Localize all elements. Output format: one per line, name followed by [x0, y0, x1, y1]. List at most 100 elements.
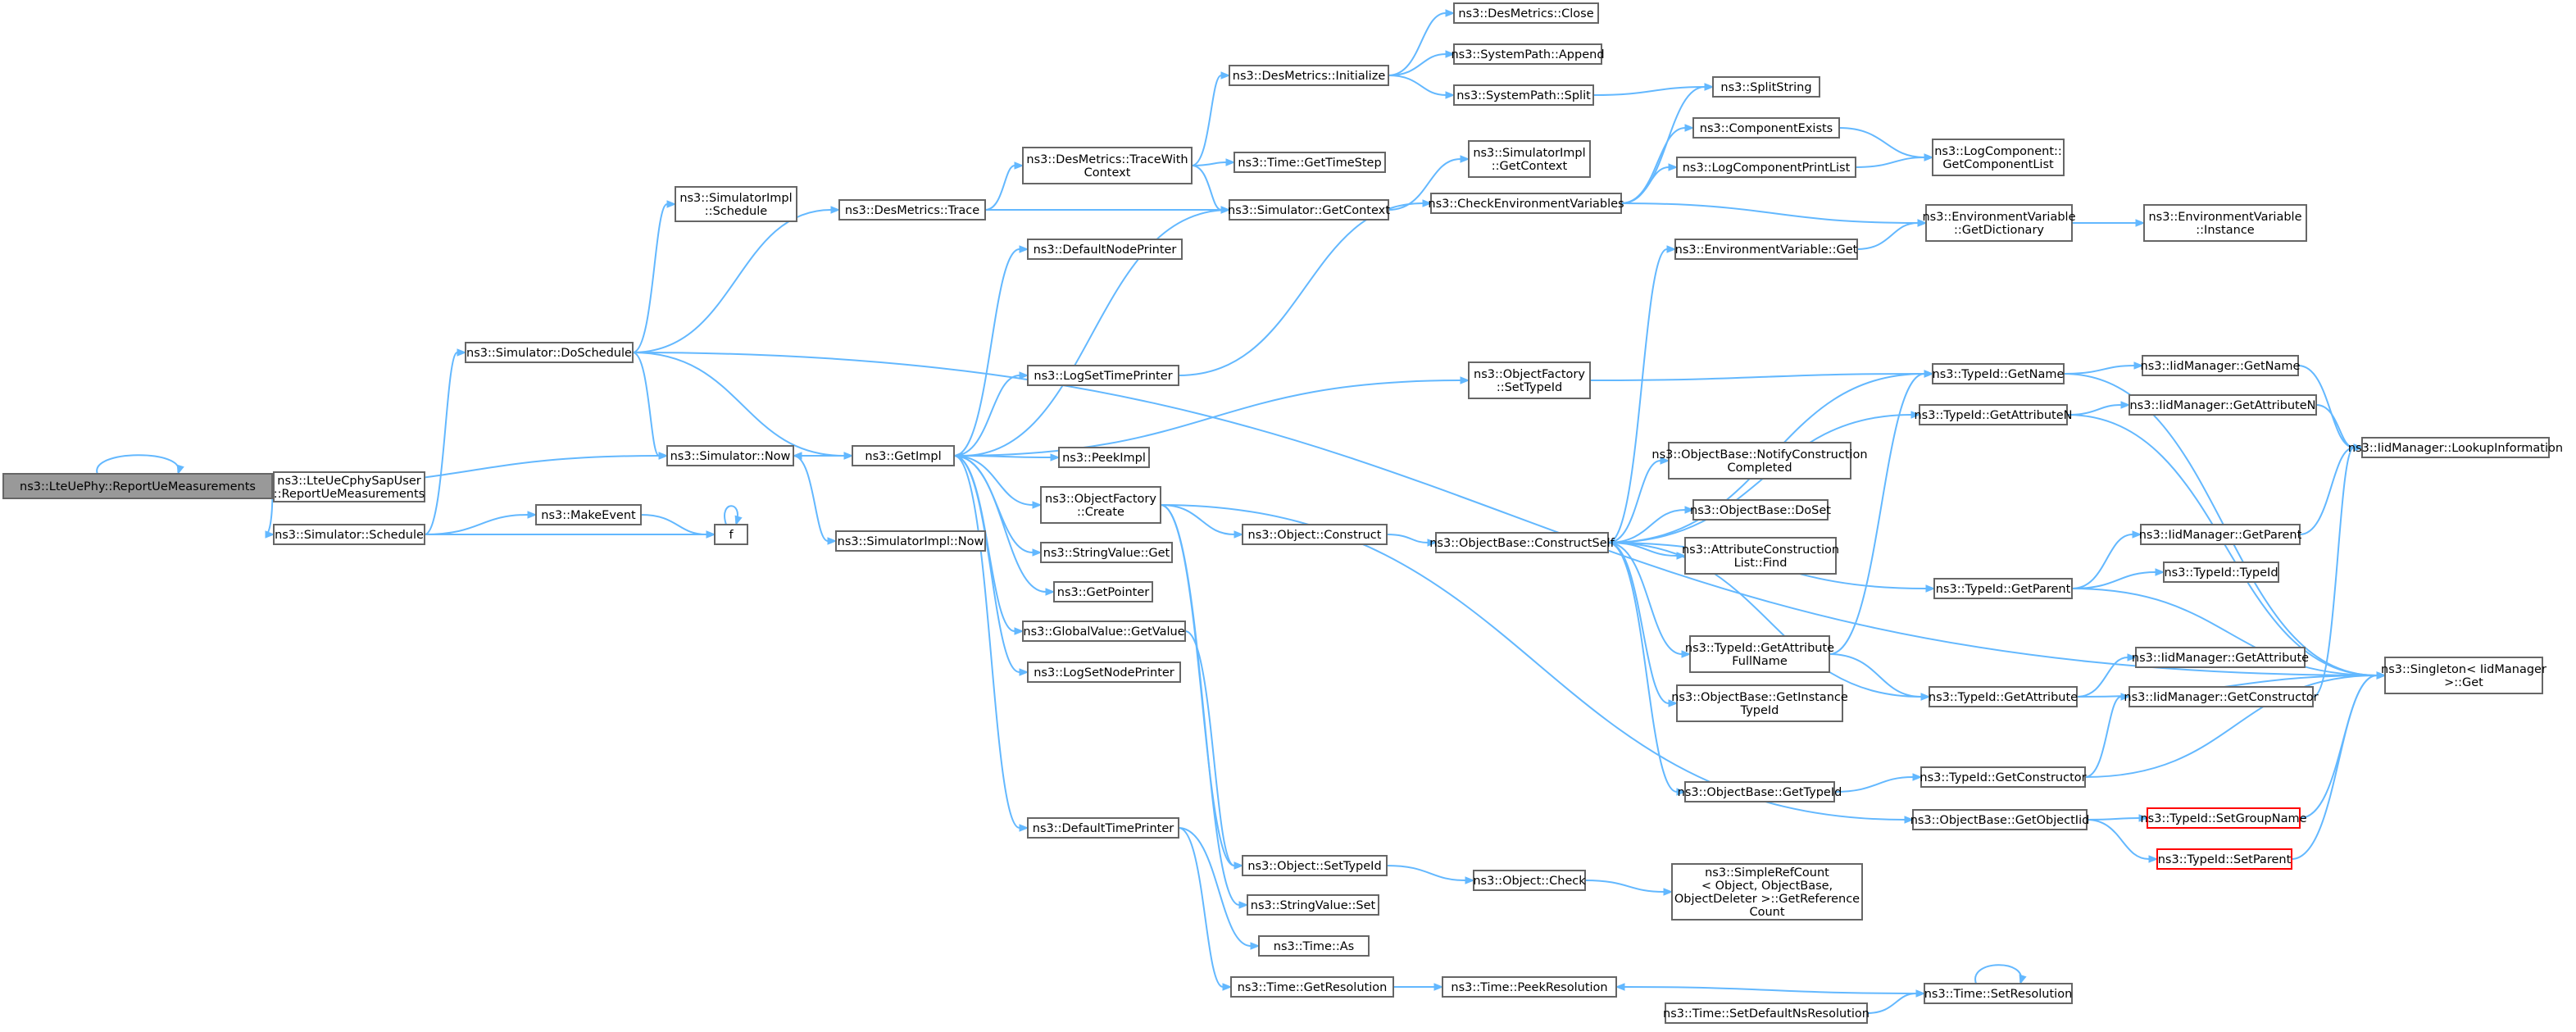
- node-iidgetname[interactable]: ns3::IidManager::GetName: [2141, 355, 2301, 376]
- edge-arrowhead: [1032, 501, 1043, 509]
- node-simplerefcount[interactable]: ns3::SimpleRefCount< Object, ObjectBase,…: [1671, 863, 1863, 921]
- node-iidgetctor[interactable]: ns3::IidManager::GetConstructor: [2124, 686, 2319, 707]
- node-getpointer[interactable]: ns3::GetPointer: [1053, 581, 1153, 602]
- node-defnodeprinter[interactable]: ns3::DefaultNodePrinter: [1027, 239, 1183, 260]
- node-envgetdict[interactable]: ns3::EnvironmentVariable::GetDictionary: [1922, 204, 2076, 242]
- node-sched[interactable]: ns3::Simulator::Schedule: [273, 524, 425, 545]
- node-iidgetparent[interactable]: ns3::IidManager::GetParent: [2139, 524, 2302, 545]
- node-tidgetattrn[interactable]: ns3::TypeId::GetAttributeN: [1914, 404, 2073, 425]
- node-objcheck[interactable]: ns3::Object::Check: [1473, 870, 1586, 891]
- node-root[interactable]: ns3::LteUePhy::ReportUeMeasurements: [2, 473, 273, 499]
- edge-arrowhead: [2376, 671, 2387, 680]
- node-strvalset[interactable]: ns3::StringValue::Set: [1247, 894, 1379, 916]
- node-objsettypeid[interactable]: ns3::Object::SetTypeId: [1242, 855, 1388, 876]
- node-simimplsched[interactable]: ns3::SimulatorImpl::Schedule: [675, 186, 797, 222]
- edge-line: [632, 352, 845, 457]
- edge-sched-to-dosched: [424, 348, 467, 535]
- node-objfactset[interactable]: ns3::ObjectFactory::SetTypeId: [1468, 361, 1591, 399]
- node-setdefres[interactable]: ns3::Time::SetDefaultNsResolution: [1663, 1002, 1870, 1024]
- node-obgettypeid[interactable]: ns3::ObjectBase::GetTypeId: [1678, 781, 1842, 802]
- node-objconstruct[interactable]: ns3::Object::Construct: [1242, 524, 1388, 545]
- node-simimplnow[interactable]: ns3::SimulatorImpl::Now: [835, 530, 986, 552]
- node-getcontext[interactable]: ns3::Simulator::GetContext: [1228, 199, 1390, 220]
- node-compexists[interactable]: ns3::ComponentExists: [1692, 117, 1840, 139]
- node-syssplit[interactable]: ns3::SystemPath::Split: [1453, 84, 1594, 106]
- node-box: [1925, 204, 2073, 242]
- node-box: [535, 504, 642, 525]
- edge-line: [1388, 75, 1447, 96]
- node-peekimpl[interactable]: ns3::PeekImpl: [1058, 447, 1150, 468]
- node-getimpl[interactable]: ns3::GetImpl: [852, 445, 955, 466]
- edge-objconstruct-to-constructself: [1386, 534, 1438, 547]
- node-deftimeprinter[interactable]: ns3::DefaultTimePrinter: [1027, 817, 1179, 839]
- node-iidgetattr[interactable]: ns3::IidManager::GetAttribute: [2132, 647, 2309, 668]
- edge-checkenv-to-envgetdict: [1620, 202, 1928, 227]
- node-notifyconst[interactable]: ns3::ObjectBase::NotifyConstructionCompl…: [1651, 442, 1868, 480]
- edge-line: [1388, 158, 1461, 211]
- node-destrace[interactable]: ns3::DesMetrics::Trace: [838, 199, 986, 220]
- node-tidgetname[interactable]: ns3::TypeId::GetName: [1932, 363, 2065, 384]
- node-label: ns3::Object::SetTypeId: [1247, 860, 1381, 873]
- edge-objcheck-to-simplerefcount: [1584, 880, 1674, 896]
- node-tidgetattr[interactable]: ns3::TypeId::GetAttribute: [1929, 686, 2078, 707]
- node-label: ns3::DesMetrics::Trace: [845, 204, 979, 217]
- node-obgetobjtid[interactable]: ns3::ObjectBase::GetObjectIid: [1910, 809, 2090, 830]
- node-envget[interactable]: ns3::EnvironmentVariable::Get: [1674, 239, 1858, 260]
- node-sysappend[interactable]: ns3::SystemPath::Append: [1451, 43, 1605, 65]
- node-logsettime[interactable]: ns3::LogSetTimePrinter: [1027, 365, 1179, 386]
- node-lookupinfo[interactable]: ns3::IidManager::LookupInformation: [2348, 437, 2563, 458]
- node-timegetres[interactable]: ns3::Time::GetResolution: [1230, 976, 1394, 998]
- node-timeas[interactable]: ns3::Time::As: [1258, 935, 1370, 957]
- node-logcompget[interactable]: ns3::LogComponent::GetComponentList: [1932, 139, 2065, 176]
- edge-line: [1607, 509, 1686, 543]
- node-splitstring[interactable]: ns3::SplitString: [1712, 76, 1820, 98]
- node-objfactcreate[interactable]: ns3::ObjectFactory::Create: [1040, 486, 1161, 524]
- edge-arrowhead: [1422, 199, 1433, 207]
- edge-line: [953, 455, 1034, 506]
- node-simimplgetctx[interactable]: ns3::SimulatorImpl::GetContext: [1468, 140, 1591, 178]
- edge-arrowhead: [1250, 942, 1261, 950]
- node-setparent[interactable]: ns3::TypeId::SetParent: [2156, 848, 2292, 870]
- node-box: [1053, 581, 1153, 602]
- node-desclose[interactable]: ns3::DesMetrics::Close: [1453, 2, 1599, 24]
- node-box: [1027, 817, 1179, 839]
- edge-arrowhead: [1915, 989, 1926, 998]
- node-tidtypeid[interactable]: ns3::TypeId::TypeId: [2163, 561, 2279, 583]
- node-timesetres[interactable]: ns3::Time::SetResolution: [1924, 983, 2073, 1004]
- edge-arrowhead: [1445, 9, 1456, 17]
- node-checkenv[interactable]: ns3::CheckEnvironmentVariables: [1428, 193, 1624, 214]
- node-iidgetattrn[interactable]: ns3::IidManager::GetAttributeN: [2128, 394, 2317, 416]
- edge-line: [1178, 827, 1224, 988]
- node-box: [1258, 935, 1370, 957]
- node-logcompprint[interactable]: ns3::LogComponentPrintList: [1676, 157, 1856, 178]
- node-singletonget[interactable]: ns3::Singleton< IidManager>::Get: [2381, 657, 2546, 694]
- node-gettimestep[interactable]: ns3::Time::GetTimeStep: [1233, 152, 1386, 173]
- node-strvalget[interactable]: ns3::StringValue::Get: [1040, 542, 1173, 563]
- node-envinstance[interactable]: ns3::EnvironmentVariable::Instance: [2143, 204, 2307, 242]
- node-f[interactable]: f: [714, 524, 748, 545]
- node-globalvalget[interactable]: ns3::GlobalValue::GetValue: [1022, 621, 1186, 642]
- node-doset[interactable]: ns3::ObjectBase::DoSet: [1690, 499, 1831, 521]
- node-logsetnode[interactable]: ns3::LogSetNodePrinter: [1027, 661, 1181, 683]
- node-peekres[interactable]: ns3::Time::PeekResolution: [1442, 976, 1617, 998]
- node-tidgetparent[interactable]: ns3::TypeId::GetParent: [1933, 578, 2073, 599]
- node-label: Context: [1084, 166, 1131, 180]
- node-tidgetctor[interactable]: ns3::TypeId::GetConstructor: [1920, 766, 2087, 788]
- node-desinit[interactable]: ns3::DesMetrics::Initialize: [1229, 65, 1389, 86]
- edge-line: [632, 209, 832, 353]
- node-makeevent[interactable]: ns3::MakeEvent: [535, 504, 642, 525]
- node-now[interactable]: ns3::Simulator::Now: [666, 445, 794, 466]
- edge-arrowhead: [1019, 245, 1029, 253]
- node-dosched[interactable]: ns3::Simulator::DoSchedule: [465, 342, 634, 363]
- edge-setparent-to-singletonget: [2291, 671, 2387, 860]
- edge-line: [2076, 657, 2128, 698]
- node-setgroupname[interactable]: ns3::TypeId::SetGroupName: [2140, 807, 2307, 829]
- node-constructself[interactable]: ns3::ObjectBase::ConstructSelf: [1429, 532, 1615, 553]
- edge-arrowhead: [457, 348, 467, 357]
- node-cphy[interactable]: ns3::LteUeCphySapUser::ReportUeMeasureme…: [273, 471, 425, 502]
- node-label: ns3::ObjectFactory: [1045, 493, 1156, 506]
